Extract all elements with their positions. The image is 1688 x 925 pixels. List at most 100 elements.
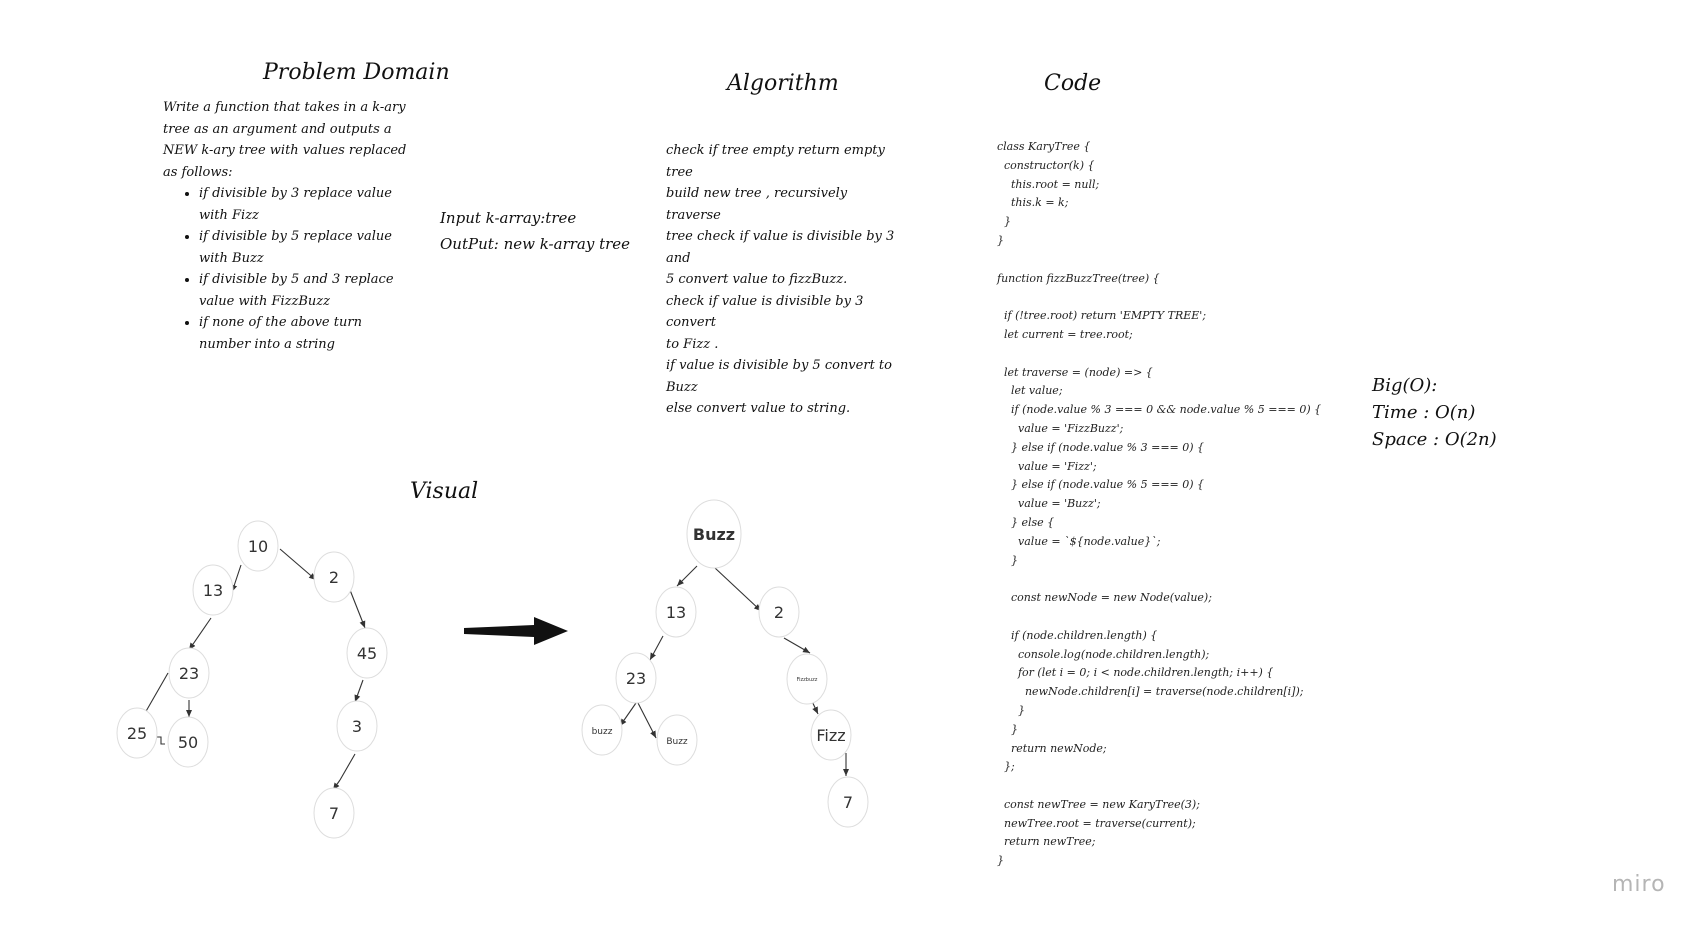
- problem-rule: if none of the above turn number into a …: [199, 312, 413, 355]
- code-line: }: [997, 233, 1004, 247]
- big-o-title: Big(O):: [1372, 375, 1438, 396]
- code-block: class KaryTree { constructor(k) { this.r…: [997, 138, 1321, 871]
- code-line: }: [997, 703, 1025, 717]
- edge: [188, 617, 212, 651]
- output-tree: Buzz 13 2 23 Fizzbuzz buzz Buzz Fizz: [581, 499, 869, 828]
- code-line: if (!tree.root) return 'EMPTY TREE';: [997, 309, 1207, 323]
- edge: [637, 702, 657, 739]
- algorithm-line: Buzz: [666, 379, 698, 395]
- code-line: }: [997, 722, 1018, 736]
- edge: [155, 736, 165, 745]
- edge: [231, 564, 242, 593]
- tree-node-label: 13: [666, 603, 686, 622]
- tree-node-label: 25: [127, 724, 147, 743]
- tree-node-label: 23: [179, 664, 199, 683]
- code-line: const newTree = new KaryTree(3);: [997, 797, 1200, 811]
- edge: [354, 679, 364, 703]
- tree-node-label: 7: [329, 804, 339, 823]
- edge: [339, 753, 356, 781]
- edge: [783, 637, 811, 654]
- tree-node-label: Fizz: [816, 726, 845, 745]
- visual-title: Visual: [410, 479, 479, 504]
- code-line: class KaryTree {: [997, 140, 1091, 153]
- code-line: } else if (node.value % 5 === 0) {: [997, 478, 1205, 492]
- transform-arrow-icon: [464, 617, 568, 645]
- code-line: } else {: [997, 515, 1055, 529]
- edge: [676, 565, 698, 587]
- code-line: value = `${node.value}`;: [997, 534, 1161, 548]
- problem-domain-title: Problem Domain: [263, 60, 450, 85]
- code-line: value = 'Buzz';: [997, 497, 1101, 511]
- tree-node: 10: [237, 520, 279, 572]
- problem-rules-list: if divisible by 3 replace value with Fiz…: [163, 183, 413, 355]
- tree-node-label: 13: [203, 581, 223, 600]
- tree-node: Fizz: [810, 709, 852, 761]
- tree-node: 2: [313, 551, 355, 603]
- algorithm-text: check if tree empty return empty tree bu…: [666, 140, 906, 420]
- edge: [714, 567, 762, 612]
- tree-node-label: Buzz: [666, 737, 688, 747]
- edge: [279, 548, 317, 581]
- tree-node: 23: [615, 652, 657, 704]
- algorithm-line: to Fizz .: [666, 336, 719, 352]
- tree-node: Fizzbuzz: [786, 653, 828, 705]
- tree-node-label: 50: [178, 733, 198, 752]
- tree-node: 13: [655, 586, 697, 638]
- problem-domain-text: Write a function that takes in a k-ary t…: [163, 97, 413, 355]
- tree-node-label: buzz: [592, 727, 613, 737]
- code-title: Code: [1044, 71, 1102, 96]
- code-line: }: [997, 854, 1004, 868]
- code-line: return newNode;: [997, 741, 1107, 755]
- output-label: OutPut: new k-array tree: [440, 235, 631, 253]
- code-line: } else if (node.value % 3 === 0) {: [997, 440, 1205, 454]
- problem-rule: if divisible by 3 replace value with Fiz…: [199, 183, 413, 226]
- code-line: };: [997, 760, 1015, 774]
- io-block: Input k-array:tree OutPut: new k-array t…: [440, 205, 630, 257]
- big-o-time: Time : O(n): [1372, 402, 1476, 423]
- edge: [649, 635, 664, 661]
- input-label: Input k-array:tree: [440, 209, 577, 227]
- tree-node: 23: [168, 647, 210, 699]
- tree-node-label: 23: [626, 669, 646, 688]
- code-line: if (node.children.length) {: [997, 628, 1158, 642]
- tree-node-label: Buzz: [693, 525, 735, 544]
- algorithm-line: build new tree , recursively traverse: [666, 186, 848, 223]
- tree-node-label: 2: [774, 603, 784, 622]
- code-line: newNode.children[i] = traverse(node.chil…: [997, 685, 1304, 699]
- tree-node: buzz: [581, 704, 623, 756]
- code-line: function fizzBuzzTree(tree) {: [997, 271, 1160, 285]
- code-line: newTree.root = traverse(current);: [997, 816, 1196, 830]
- miro-logo: miro: [1612, 872, 1666, 897]
- code-line: constructor(k) {: [997, 158, 1095, 172]
- problem-intro: Write a function that takes in a k-ary t…: [163, 100, 407, 180]
- code-line: value = 'FizzBuzz';: [997, 421, 1124, 435]
- big-o-block: Big(O): Time : O(n) Space : O(2n): [1372, 372, 1497, 453]
- algorithm-line: check if value is divisible by 3 convert: [666, 293, 864, 331]
- code-line: let traverse = (node) => {: [997, 365, 1153, 379]
- code-line: const newNode = new Node(value);: [997, 591, 1212, 605]
- code-line: value = 'Fizz';: [997, 459, 1097, 473]
- code-line: this.root = null;: [997, 177, 1100, 191]
- code-line: for (let i = 0; i < node.children.length…: [997, 666, 1274, 680]
- algorithm-line: check if tree empty return empty tree: [666, 143, 885, 180]
- problem-rule: if divisible by 5 and 3 replace value wi…: [199, 269, 413, 312]
- code-line: }: [997, 553, 1018, 567]
- tree-node: 7: [313, 787, 355, 839]
- code-line: return newTree;: [997, 835, 1096, 849]
- algorithm-line: else convert value to string.: [666, 401, 851, 416]
- tree-node: Buzz: [656, 714, 698, 766]
- code-line: console.log(node.children.length);: [997, 647, 1210, 661]
- algorithm-title: Algorithm: [727, 71, 839, 96]
- edge: [619, 702, 637, 727]
- tree-node-label: 45: [357, 644, 377, 663]
- big-o-space: Space : O(2n): [1372, 429, 1497, 450]
- algorithm-line: tree check if value is divisible by 3 an…: [666, 229, 895, 266]
- algorithm-line: if value is divisible by 5 convert to: [666, 358, 892, 373]
- code-line: let current = tree.root;: [997, 327, 1133, 341]
- tree-node: 13: [192, 564, 234, 616]
- tree-node-label: 7: [843, 793, 853, 812]
- tree-node-label: 2: [329, 568, 339, 587]
- tree-node: 7: [827, 776, 869, 828]
- code-line: let value;: [997, 384, 1063, 398]
